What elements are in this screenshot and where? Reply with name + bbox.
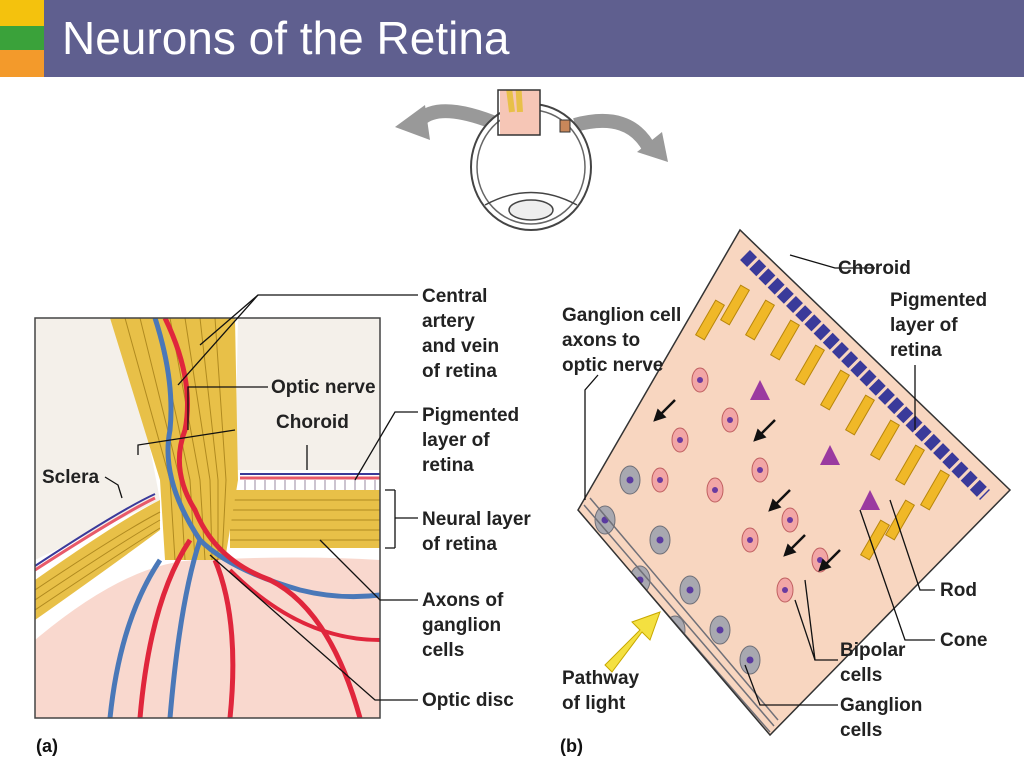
retina-diagram	[34, 89, 1012, 737]
label-optic-disc: Optic disc	[422, 690, 514, 711]
label-sclera: Sclera	[42, 467, 100, 488]
panel-b-letter: (b)	[560, 736, 583, 756]
accent-green-block	[0, 26, 44, 50]
label-bipolar-cells: Bipolar cells	[840, 640, 906, 686]
title-bar	[44, 0, 1024, 77]
label-pathway-of-light: Pathway of light	[562, 668, 640, 714]
accent-orange-block	[0, 50, 44, 77]
label-cone: Cone	[940, 630, 988, 651]
light-arrow-icon	[604, 611, 661, 673]
label-optic-nerve: Optic nerve	[271, 377, 376, 398]
label-pigmented-layer-a: Pigmented layer of retina	[422, 405, 520, 476]
left-arrow-head	[395, 105, 430, 140]
label-neural-layer: Neural layer of retina	[422, 509, 531, 555]
panel-a-letter: (a)	[36, 736, 58, 756]
right-arrow-head	[637, 132, 668, 162]
label-rod: Rod	[940, 580, 977, 601]
right-curved-arrow	[573, 113, 657, 154]
eye-schematic-icon	[395, 89, 668, 231]
panel-a-optic-disc-diagram	[34, 317, 381, 719]
label-ganglion-cells: Ganglion cells	[840, 695, 923, 741]
label-axons-of-ganglion: Axons of ganglion cells	[422, 590, 504, 661]
label-choroid-a: Choroid	[276, 412, 349, 433]
label-ganglion-axons: Ganglion cell axons to optic nerve	[562, 305, 682, 376]
panel-b-leader-lines	[584, 254, 935, 706]
label-pigmented-layer-b: Pigmented layer of retina	[890, 290, 988, 361]
page-title: Neurons of the Retina	[62, 12, 510, 64]
panel-a-leader-lines	[104, 294, 418, 701]
accent-yellow-block	[0, 0, 44, 26]
label-choroid-b: Choroid	[838, 258, 911, 279]
label-central-artery-vein: Central artery and vein of retina	[422, 286, 500, 382]
